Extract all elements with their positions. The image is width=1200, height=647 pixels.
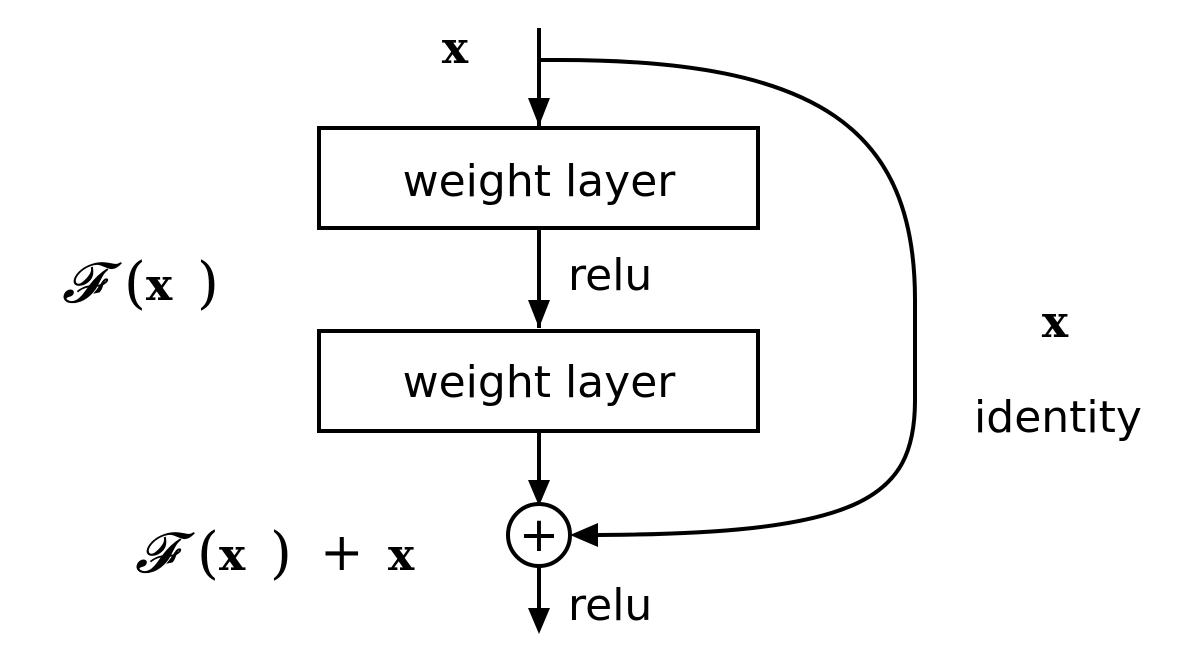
input-x-label: x — [442, 23, 469, 74]
output-open-paren: ( — [197, 521, 219, 586]
input-arrowhead — [528, 98, 550, 126]
output-expression-label: 𝓕 ( x ) + x — [135, 521, 415, 586]
output-arrowhead — [528, 608, 550, 634]
sum-plus-symbol: + — [519, 507, 559, 563]
output-relu-label: relu — [568, 580, 652, 631]
identity-shortcut-arrowhead — [570, 523, 598, 547]
residual-open-paren: ( — [124, 251, 146, 316]
weight-layer-2-label: weight layer — [403, 357, 677, 408]
sum-input-arrowhead — [528, 480, 550, 506]
weight-layer-2 — [317, 329, 760, 433]
output-x2: x — [388, 530, 415, 581]
residual-close-paren: ) — [197, 251, 219, 316]
shortcut-identity-label: identity — [974, 392, 1142, 443]
shortcut-x-label: x — [1042, 297, 1069, 348]
middle-arrowhead — [528, 300, 550, 328]
residual-x: x — [146, 260, 173, 311]
output-close-paren: ) — [270, 521, 292, 586]
residual-function-label: 𝓕 ( x ) — [62, 251, 219, 316]
residual-script-f: 𝓕 — [62, 251, 122, 316]
output-script-f: 𝓕 — [135, 521, 195, 586]
middle-relu-label: relu — [568, 250, 652, 301]
output-x: x — [219, 530, 246, 581]
identity-shortcut-path — [539, 58, 917, 537]
weight-layer-1-label: weight layer — [403, 156, 677, 207]
output-plus: + — [320, 523, 364, 583]
